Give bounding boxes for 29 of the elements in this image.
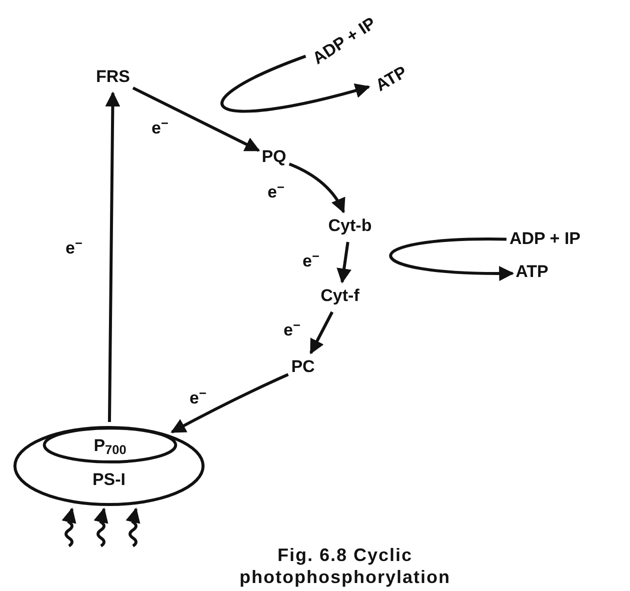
arrow [132, 86, 260, 152]
edge-label: e$^{−}$ [302, 252, 320, 270]
edge-label: e$^{−}$ [152, 120, 168, 136]
edge-label: e$^{−}$ [268, 184, 284, 200]
node-label: Cyt-f [320, 286, 360, 305]
photosystem-ellipse [13, 425, 205, 507]
node-label: PQ [262, 147, 286, 166]
arrow [94, 508, 108, 548]
node-label: Cyt-b [328, 216, 372, 235]
node-label: PS-I [92, 471, 126, 488]
arrow [390, 238, 514, 281]
node-label: P$_{700}$ [94, 436, 126, 454]
arrow [105, 92, 120, 422]
node-label: PC [291, 357, 315, 376]
edge-label: e$^{−}$ [66, 240, 82, 256]
arrow [220, 54, 370, 113]
arrow [288, 162, 345, 214]
edge-label: e$^{−}$ [284, 322, 300, 338]
arrow [336, 242, 352, 284]
reaction-center-ellipse [43, 427, 177, 463]
caption: Fig. 6.8 Cyclic photophosphorylation [238, 544, 452, 588]
arrow [126, 508, 140, 548]
arrow [309, 311, 334, 354]
node-label: ADP + IP [509, 229, 581, 248]
node-label: ATP [516, 262, 548, 281]
edge-label: e$^{−}$ [190, 390, 206, 406]
arrow [62, 508, 76, 548]
arrow [170, 373, 289, 434]
node-label: FRS [96, 67, 130, 86]
